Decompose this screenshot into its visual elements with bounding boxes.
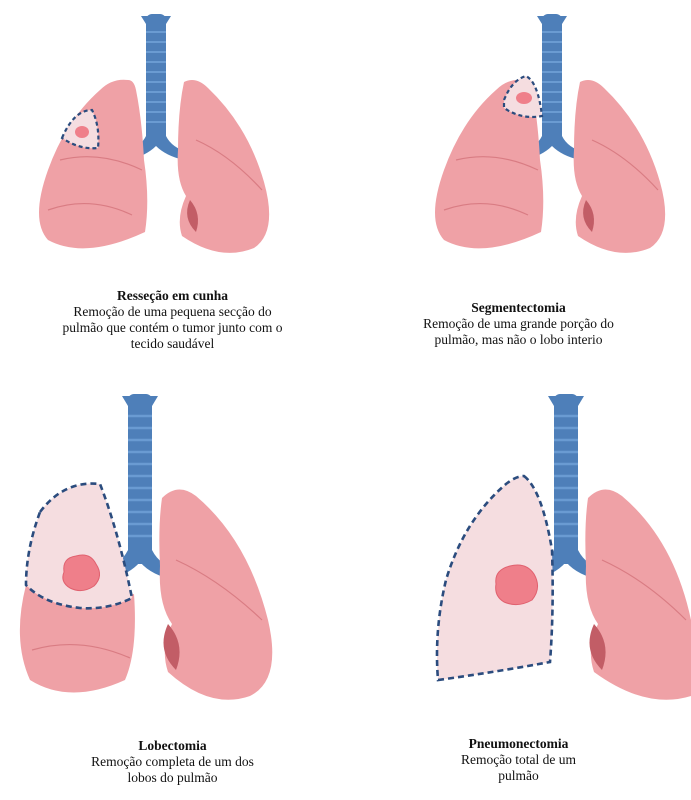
panel-description-line: tecido saudável [0,336,345,352]
caption-lobectomy: Lobectomia Remoção completa de um dos lo… [0,738,345,786]
panel-description-line: pulmão, mas não o lobo interio [346,332,691,348]
lobectomy-lung-illustration [0,380,345,725]
panel-description-line: Remoção total de um [346,752,691,768]
panel-title: Segmentectomia [346,300,691,316]
tumor [496,565,538,605]
panel-title: Resseção em cunha [0,288,345,304]
segmentectomy-lung-illustration [346,0,691,285]
panel-title: Pneumonectomia [346,736,691,752]
panel-segmentectomy: Segmentectomia Remoção de uma grande por… [346,0,691,400]
panel-wedge-resection: Resseção em cunha Remoção de uma pequena… [0,0,345,400]
left-lung [178,80,269,253]
caption-pneumonectomy: Pneumonectomia Remoção total de um pulmã… [346,736,691,784]
wedge-resection-lung-illustration [0,0,345,285]
left-lung [574,80,665,253]
panel-description-line: Remoção completa de um dos [0,754,345,770]
panel-description-line: Remoção de uma grande porção do [346,316,691,332]
panel-description-line: Remoção de uma pequena secção do [0,304,345,320]
caption-segmentectomy: Segmentectomia Remoção de uma grande por… [346,300,691,348]
panel-title: Lobectomia [0,738,345,754]
tumor [75,126,89,138]
right-lung [39,80,147,249]
panel-description-line: pulmão [346,768,691,784]
panel-description-line: pulmão que contém o tumor junto com o [0,320,345,336]
tumor [63,555,100,591]
panel-lobectomy: Lobectomia Remoção completa de um dos lo… [0,380,345,780]
panel-description-line: lobos do pulmão [0,770,345,786]
pneumonectomy-lung-illustration [346,380,691,725]
panel-pneumonectomy: Pneumonectomia Remoção total de um pulmã… [346,380,691,780]
tumor [516,92,532,104]
caption-wedge-resection: Resseção em cunha Remoção de uma pequena… [0,288,345,352]
